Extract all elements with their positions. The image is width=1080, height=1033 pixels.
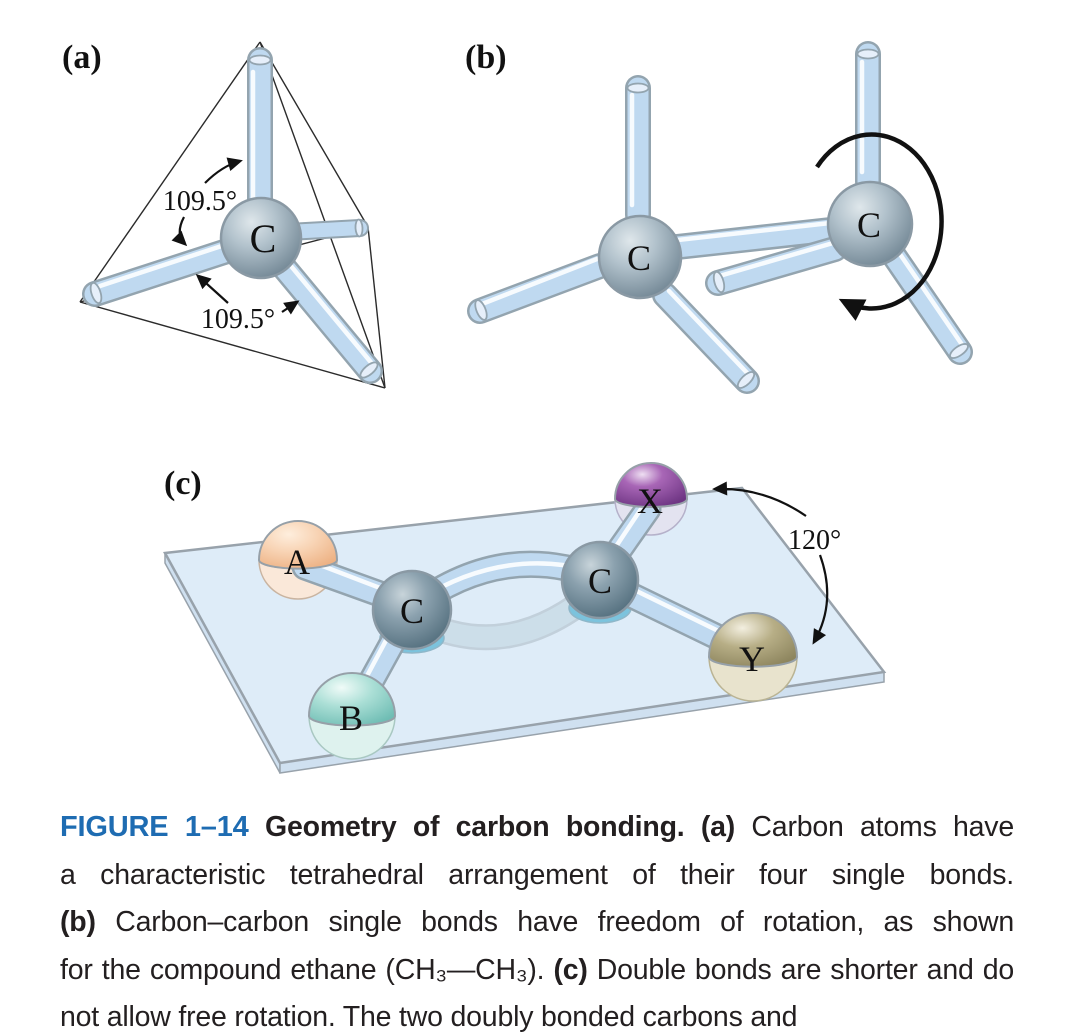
rotation-arrow bbox=[815, 132, 944, 321]
carbon-sphere-right bbox=[560, 540, 640, 620]
angle-arrow-to-x bbox=[712, 481, 807, 517]
sphere-x bbox=[613, 462, 689, 508]
sphere-a bbox=[257, 520, 339, 570]
panel-c-label: (c) bbox=[164, 465, 202, 502]
carbon-sphere-left bbox=[371, 569, 453, 651]
angle-arrow-to-left-bond bbox=[171, 216, 188, 247]
panel-b-label: (b) bbox=[465, 39, 507, 76]
carbon-label: C bbox=[250, 216, 277, 261]
angle-arrows bbox=[171, 157, 300, 315]
substituent-x-label: X bbox=[637, 481, 663, 521]
carbon-left-label: C bbox=[627, 238, 651, 278]
panel-c-double-bond-plane: (c) bbox=[163, 462, 887, 774]
bond-sticks bbox=[467, 41, 973, 394]
figure-number: FIGURE 1–14 bbox=[60, 811, 266, 843]
carbon-sphere bbox=[219, 196, 303, 280]
angle-109-top-label: 109.5° bbox=[163, 186, 237, 217]
substituent-a-label: A bbox=[284, 542, 310, 582]
angle-arrows bbox=[712, 481, 829, 645]
caption-line: FIGURE 1–14 Geometry of carbon bonding. … bbox=[60, 811, 1014, 843]
figure-caption: FIGURE 1–14 Geometry of carbon bonding. … bbox=[60, 804, 1014, 1033]
substituent-b-label: B bbox=[339, 698, 363, 738]
panel-a-tetrahedral-carbon: (a) bbox=[62, 39, 386, 389]
substituent-y-label: Y bbox=[739, 639, 765, 679]
sphere-y bbox=[707, 612, 799, 668]
angle-120-label: 120° bbox=[788, 525, 841, 556]
carbon-sphere-left bbox=[597, 214, 683, 300]
carbon-sphere-right bbox=[826, 180, 914, 268]
angle-arrow-to-right-bond bbox=[281, 300, 300, 315]
bond-end-caps bbox=[89, 54, 379, 379]
carbon-right-label: C bbox=[857, 205, 881, 245]
carbon-bonding-figure: (a) bbox=[62, 39, 973, 774]
panel-b-ethane-rotation: (b) bbox=[465, 39, 973, 394]
sphere-b bbox=[307, 672, 397, 727]
caption-line: a characteristic tetrahedral arrangement… bbox=[60, 858, 1014, 891]
caption-line: for the compound ethane (CH₃—CH₃). (c) D… bbox=[60, 953, 1014, 1033]
panel-a-label: (a) bbox=[62, 39, 102, 76]
carbon-right-label: C bbox=[588, 561, 612, 601]
angle-arrow-to-top-bond bbox=[204, 157, 243, 184]
caption-line: (b) Carbon–carbon single bonds have free… bbox=[60, 906, 1014, 938]
carbon-left-label: C bbox=[400, 591, 424, 631]
substituent-spheres bbox=[257, 462, 799, 727]
angle-arrow-to-y bbox=[812, 554, 829, 645]
angle-arrow-to-left-bond-2 bbox=[195, 274, 229, 304]
bond-end-caps bbox=[474, 48, 969, 389]
angle-109-bottom-label: 109.5° bbox=[201, 304, 275, 335]
